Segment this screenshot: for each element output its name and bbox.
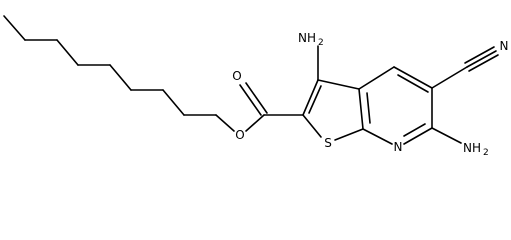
substituent-bonds bbox=[317, 45, 499, 144]
chain-bond bbox=[109, 64, 132, 91]
pyridine-ring bbox=[358, 66, 433, 145]
amino-group-bottom: NH 2 bbox=[463, 141, 489, 158]
ester-o-to-carbonyl-bond bbox=[245, 114, 265, 132]
amino-bottom-label: NH bbox=[463, 141, 481, 155]
chain-bond bbox=[56, 39, 79, 66]
thiophene-ring bbox=[302, 79, 364, 141]
ring-bond-c6-n bbox=[403, 127, 433, 145]
ring-double-bond-inner bbox=[366, 92, 371, 124]
amino-top-label: NH bbox=[298, 31, 316, 45]
ring-double-bond-inner bbox=[308, 85, 322, 114]
nitrile-triple-bond bbox=[464, 46, 495, 64]
carbonyl-double-bond bbox=[239, 84, 262, 116]
amino-top-subscript: 2 bbox=[318, 38, 324, 48]
ring-bond-c7a-s bbox=[334, 128, 364, 141]
ring-bond-c4-c5 bbox=[393, 66, 433, 89]
carbonyl-double-bond bbox=[245, 82, 268, 114]
nitrile-nitrogen-label: N bbox=[500, 39, 509, 53]
ring-bond-c3a-c7a bbox=[358, 88, 364, 130]
ring-bond-c2-c3 bbox=[302, 79, 319, 116]
amino-group-top: NH 2 bbox=[298, 31, 324, 48]
octyl-chain bbox=[3, 15, 235, 132]
chemical-structure-diagram: O O S N N NH 2 NH 2 bbox=[3, 15, 508, 158]
atom-labels: O O S N N NH 2 NH 2 bbox=[232, 31, 508, 158]
c6-amino-bond bbox=[431, 127, 462, 144]
thiophene-sulfur-label: S bbox=[324, 136, 332, 150]
ring-bond-s-c2 bbox=[302, 114, 322, 138]
amino-bottom-subscript: 2 bbox=[483, 148, 489, 158]
ring-double-bond-inner bbox=[397, 74, 429, 93]
ring-bond-c3-c3a bbox=[317, 79, 360, 90]
ester-oxygen-label: O bbox=[235, 128, 244, 142]
chain-bond bbox=[162, 89, 185, 116]
nitrile-triple-bond bbox=[468, 54, 499, 72]
ester-group bbox=[239, 82, 304, 132]
carbonyl-oxygen-label: O bbox=[232, 69, 241, 83]
chain-bond bbox=[3, 15, 26, 41]
c5-cyano-bond bbox=[431, 66, 468, 89]
ring-bond-n-c7a bbox=[362, 128, 393, 145]
ring-bond-c3a-c4 bbox=[358, 66, 395, 90]
pyridine-nitrogen-label: N bbox=[394, 140, 403, 154]
ring-double-bond-inner bbox=[403, 123, 426, 137]
nitrile-triple-bond bbox=[466, 50, 497, 68]
chain-to-ester-oxygen-bond bbox=[215, 114, 235, 132]
